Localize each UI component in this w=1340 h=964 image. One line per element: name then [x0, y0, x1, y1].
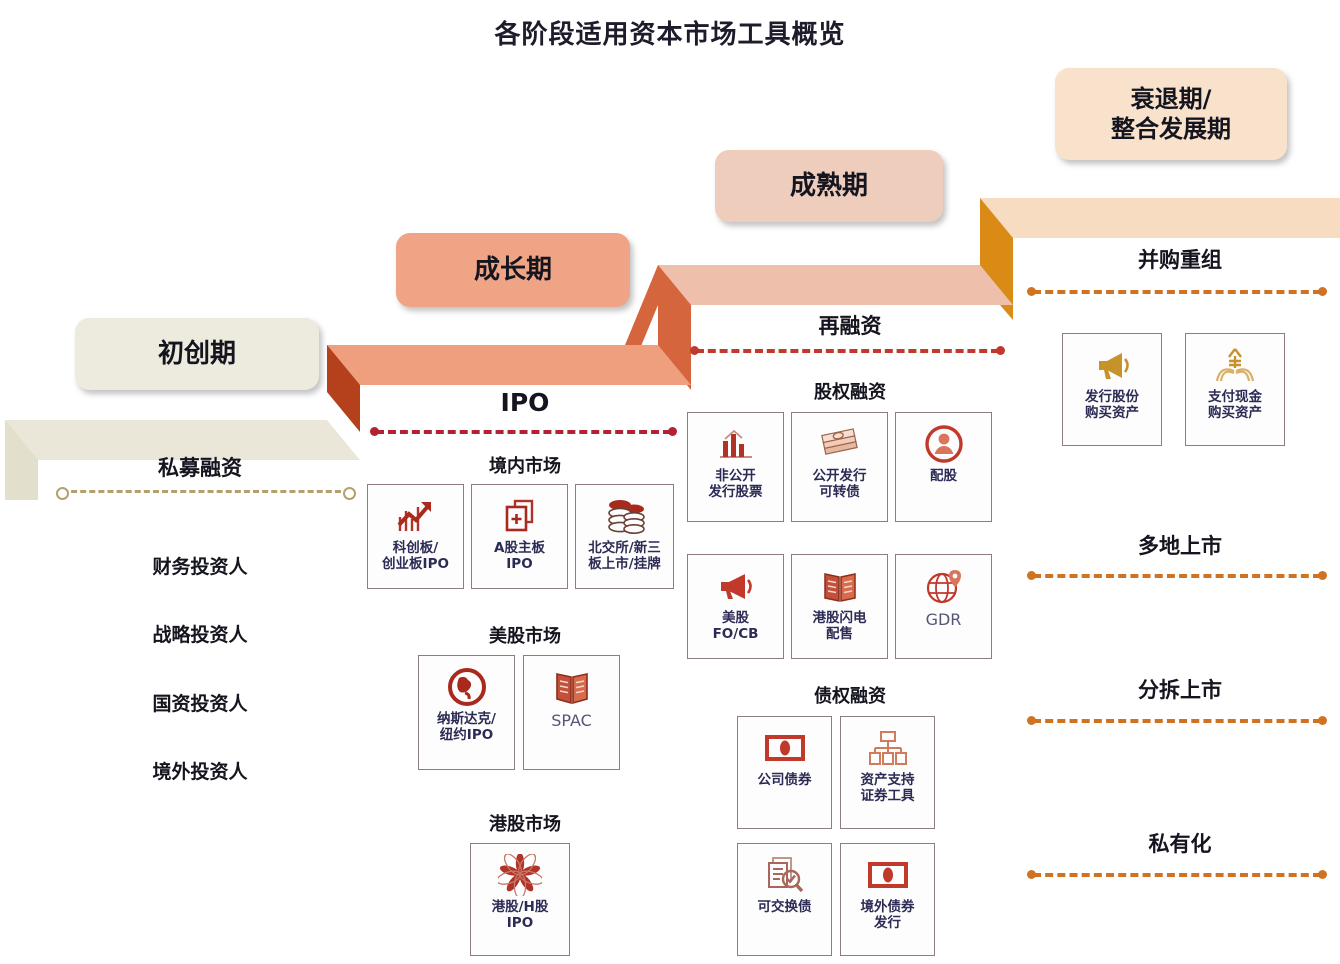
- card-label: 非公开发行股票: [708, 468, 763, 500]
- card-bse-neeq-listing[interactable]: 北交所/新三板上市/挂牌: [575, 484, 674, 589]
- card-label: 配股: [930, 468, 957, 484]
- rail-private-placement: [56, 487, 356, 500]
- bar-chart-icon: [716, 421, 756, 467]
- section-label-multi-listing: 多地上市: [1138, 534, 1222, 558]
- stage-pill-growth-label: 成长期: [473, 254, 552, 285]
- megaphone-icon: [715, 563, 757, 609]
- stage-pill-decline[interactable]: 衰退期/整合发展期: [1055, 68, 1287, 160]
- stage-pill-decline-label: 衰退期/整合发展期: [1111, 85, 1231, 143]
- rail-refinancing: [690, 346, 1005, 355]
- org-tree-icon: [867, 725, 909, 771]
- banknote-icon: [865, 852, 911, 898]
- document-plus-icon: [500, 493, 540, 539]
- section-label-ipo: IPO: [500, 388, 550, 417]
- card-rights-issue[interactable]: 配股: [895, 412, 992, 522]
- card-spac[interactable]: SPAC: [523, 655, 620, 770]
- section-label-private-placement: 私募融资: [158, 456, 242, 480]
- coin-stack-icon: [603, 493, 647, 539]
- stage-pill-startup[interactable]: 初创期: [75, 318, 319, 390]
- card-label: 科创板/创业板IPO: [382, 540, 449, 572]
- card-label: 纳斯达克/纽约IPO: [437, 711, 496, 743]
- card-public-convertible-bond[interactable]: 公开发行可转债: [791, 412, 888, 522]
- stage-pill-mature[interactable]: 成熟期: [715, 150, 943, 222]
- card-label: GDR: [925, 610, 962, 629]
- rail-spin-off-listing: [1027, 716, 1327, 725]
- stage-pill-mature-label: 成熟期: [789, 170, 868, 201]
- investor-financial: 财务投资人: [152, 556, 248, 578]
- card-label: 可交换债: [757, 899, 812, 915]
- rail-ipo: [370, 427, 677, 436]
- card-label: 公开发行可转债: [812, 468, 867, 500]
- card-label: SPAC: [551, 711, 592, 730]
- investor-state-owned: 国资投资人: [152, 693, 248, 715]
- growth-chart-arrow-icon: [396, 493, 436, 539]
- card-label: 公司债券: [757, 772, 812, 788]
- card-issue-shares-to-buy-assets[interactable]: 发行股份购买资产: [1062, 333, 1162, 446]
- card-exchangeable-bond[interactable]: 可交换债: [737, 843, 832, 956]
- card-nasdaq-nyse-ipo[interactable]: 纳斯达克/纽约IPO: [418, 655, 515, 770]
- banknote-icon: [762, 725, 808, 771]
- stage-pill-growth[interactable]: 成长期: [396, 233, 630, 307]
- card-abs-instrument[interactable]: 资产支持证券工具: [840, 716, 935, 829]
- card-star-market-chinext-ipo[interactable]: 科创板/创业板IPO: [367, 484, 464, 589]
- section-label-privatization: 私有化: [1148, 832, 1212, 856]
- megaphone-gold-icon: [1091, 342, 1133, 388]
- card-label: 资产支持证券工具: [860, 772, 915, 804]
- section-label-spin-off-listing: 分拆上市: [1138, 678, 1222, 702]
- group-title-debt-financing: 债权融资: [814, 686, 886, 707]
- open-book-icon: [551, 664, 593, 710]
- rail-multi-listing: [1027, 571, 1327, 580]
- stage-pill-startup-label: 初创期: [157, 338, 236, 369]
- open-book-icon: [819, 563, 861, 609]
- group-title-us-market: 美股市场: [489, 626, 561, 647]
- section-label-refinancing: 再融资: [818, 314, 882, 338]
- investor-offshore: 境外投资人: [152, 761, 248, 783]
- group-title-domestic-market: 境内市场: [489, 456, 561, 477]
- card-private-placement-shares[interactable]: 非公开发行股票: [687, 412, 784, 522]
- globe-pin-icon: [923, 563, 965, 609]
- card-label: 境外债券发行: [860, 899, 915, 931]
- section-label-ma-restructuring: 并购重组: [1138, 248, 1222, 272]
- card-label: 支付现金购买资产: [1208, 389, 1262, 421]
- card-corporate-bond[interactable]: 公司债券: [737, 716, 832, 829]
- group-title-equity-financing: 股权融资: [814, 382, 886, 403]
- user-circle-icon: [923, 421, 965, 467]
- card-offshore-bond-issuance[interactable]: 境外债券发行: [840, 843, 935, 956]
- globe-circle-icon: [446, 664, 488, 710]
- document-search-icon: [763, 852, 807, 898]
- card-label: 北交所/新三板上市/挂牌: [588, 540, 661, 572]
- rail-ma-restructuring: [1027, 287, 1327, 296]
- group-title-hk-market: 港股市场: [489, 814, 561, 835]
- card-label: 港股闪电配售: [812, 610, 867, 642]
- card-hk-flash-placement[interactable]: 港股闪电配售: [791, 554, 888, 659]
- investor-strategic: 战略投资人: [152, 624, 248, 646]
- hands-yuan-icon: [1213, 342, 1257, 388]
- rail-privatization: [1027, 870, 1327, 879]
- bauhinia-flower-icon: [498, 852, 542, 898]
- card-label: 发行股份购买资产: [1085, 389, 1139, 421]
- card-cash-payment-to-buy-assets[interactable]: 支付现金购买资产: [1185, 333, 1285, 446]
- cash-bundle-icon: [818, 421, 862, 467]
- card-gdr[interactable]: GDR: [895, 554, 992, 659]
- page-title: 各阶段适用资本市场工具概览: [494, 20, 846, 50]
